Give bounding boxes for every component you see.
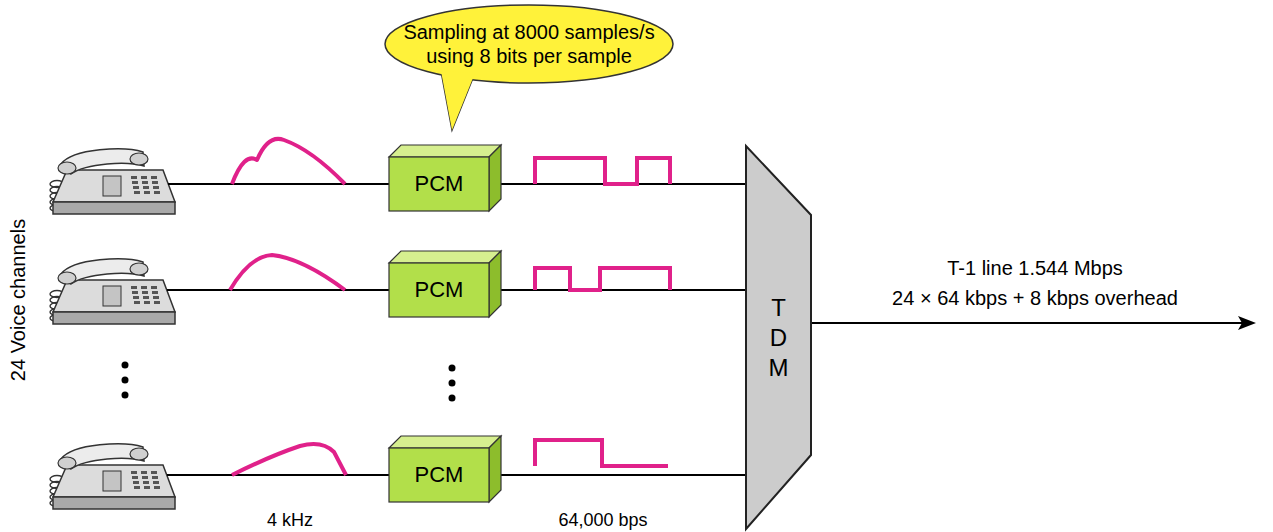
node-face: PCM (389, 448, 489, 502)
callout-outline (383, 3, 675, 85)
phone-line (167, 184, 389, 475)
callout-text: Sampling at 8000 samples/s using 8 bits … (398, 20, 660, 68)
digital-waveform (535, 158, 670, 466)
bandwidth-label: 4 kHz (267, 510, 313, 531)
ellipsis-dots (122, 362, 456, 402)
output-arrow (812, 316, 1256, 330)
signal-line (501, 474, 745, 476)
node-face: T D M (745, 145, 812, 530)
box-label: T D M (767, 293, 791, 383)
speech-bubble-callout: Sampling at 8000 samples/s using 8 bits … (383, 3, 675, 85)
telephone-icon (50, 259, 175, 324)
channel-count-label: 24 Voice channels (7, 219, 30, 381)
node-face: PCM (389, 263, 489, 317)
pcm-encoder-box: PCM (389, 436, 501, 502)
tdm-multiplexer: T D M (745, 145, 812, 530)
telephone-icon (50, 444, 175, 509)
box-label: PCM (415, 462, 464, 488)
box-label: PCM (415, 277, 464, 303)
analog-waveform (230, 139, 346, 475)
pcm-encoder-box: PCM (389, 145, 501, 211)
node-face: PCM (389, 157, 489, 211)
node-face: Sampling at 8000 samples/s using 8 bits … (383, 3, 675, 85)
signal-line (501, 289, 745, 291)
bit-rate-label: 64,000 bps (558, 510, 647, 531)
pcm-encoder-box: PCM (389, 251, 501, 317)
line-rate-label: T-1 line 1.544 Mbps (947, 257, 1123, 280)
telephone-icon (50, 149, 175, 214)
rate-breakdown-label: 24 × 64 kbps + 8 kbps overhead (892, 287, 1178, 310)
box-label: PCM (415, 171, 464, 197)
